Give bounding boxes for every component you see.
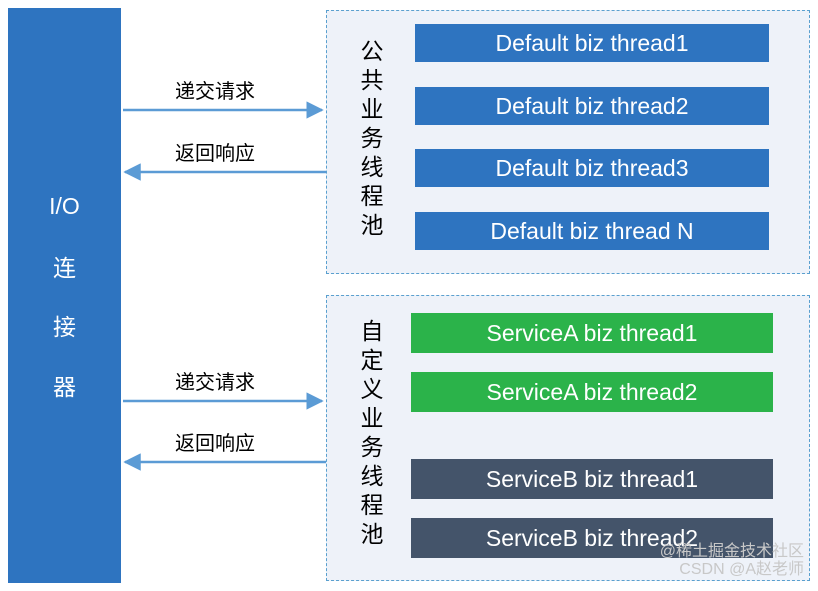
default-biz-thread-3: Default biz thread3 xyxy=(415,149,769,187)
custom-pool-title-char: 程 xyxy=(360,492,384,518)
custom-pool-title-char: 池 xyxy=(360,521,384,547)
custom-pool-title-char: 义 xyxy=(360,376,384,402)
custom-request-label: 递交请求 xyxy=(175,372,255,394)
public-pool-title-char: 公 xyxy=(360,38,384,64)
watermark: @稀土掘金技术社区 CSDN @A赵老师 xyxy=(660,543,804,579)
io-connector-label-qi: 器 xyxy=(53,374,76,400)
public-pool-title-char: 业 xyxy=(360,96,384,122)
public-request-label: 递交请求 xyxy=(175,81,255,103)
io-connector xyxy=(8,8,121,583)
public-pool-title-char: 池 xyxy=(360,212,384,238)
custom-pool-title-char: 定 xyxy=(360,347,384,373)
io-connector-label-io: I/O xyxy=(49,193,80,219)
servicea-biz-thread-1: ServiceA biz thread1 xyxy=(411,313,773,353)
public-response-label: 返回响应 xyxy=(175,143,255,165)
custom-response-label: 返回响应 xyxy=(175,433,255,455)
public-pool-title-char: 共 xyxy=(360,67,384,93)
default-biz-thread-2: Default biz thread2 xyxy=(415,87,769,125)
serviceb-biz-thread-2: ServiceB biz thread2 xyxy=(411,518,773,558)
default-biz-thread-1: Default biz thread1 xyxy=(415,24,769,62)
public-pool-title-char: 务 xyxy=(360,125,384,151)
custom-pool-title-char: 务 xyxy=(360,434,384,460)
io-connector-label-lian: 连 xyxy=(53,255,76,281)
public-pool-title-char: 线 xyxy=(360,154,384,180)
watermark-line-1: @稀土掘金技术社区 xyxy=(659,543,804,560)
public-pool-title-char: 程 xyxy=(360,183,384,209)
default-biz-thread-n: Default biz thread N xyxy=(415,212,769,250)
serviceb-biz-thread-1: ServiceB biz thread1 xyxy=(411,459,773,499)
servicea-biz-thread-2: ServiceA biz thread2 xyxy=(411,372,773,412)
custom-pool-title-char: 自 xyxy=(360,318,384,344)
io-connector-label-jie: 接 xyxy=(53,314,76,340)
watermark-line-2: CSDN @A赵老师 xyxy=(679,561,804,578)
custom-pool-title-char: 业 xyxy=(360,405,384,431)
custom-pool-title-char: 线 xyxy=(360,463,384,489)
